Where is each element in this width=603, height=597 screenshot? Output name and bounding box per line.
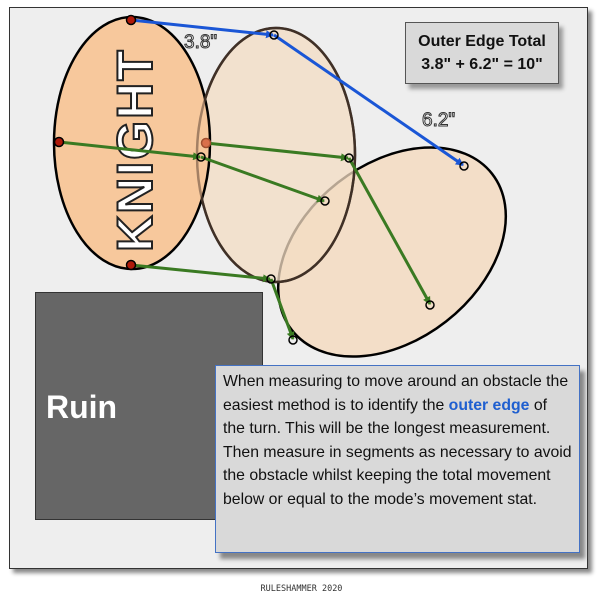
inner-arrow-6: [269, 278, 295, 340]
end-point: [459, 161, 469, 171]
end-point: [320, 196, 330, 206]
ruin-obstacle: Ruin: [35, 292, 263, 520]
segment-label-2: 6.2": [422, 110, 455, 131]
total-title: Outer Edge Total: [418, 33, 546, 50]
end-point: [266, 274, 276, 284]
note-text-3: Then measure in segments as necessary to…: [223, 443, 572, 508]
end-point: [269, 30, 279, 40]
inner-arrow-4: [347, 157, 432, 305]
end-point: [425, 300, 435, 310]
total-equation: 3.8" + 6.2" = 10": [421, 56, 543, 73]
outer-arrow-2: [273, 33, 464, 167]
explanation-note: When measuring to move around an obstacl…: [215, 365, 580, 553]
end-point: [288, 335, 298, 345]
note-text-2: of the turn. This will be the longest me…: [223, 396, 551, 438]
end-point: [196, 152, 206, 162]
note-highlight: outer edge: [448, 396, 530, 414]
segment-label-1: 3.8": [184, 32, 217, 53]
inner-arrow-5: [130, 263, 271, 283]
outer-arrow-1: [130, 18, 274, 39]
start-point: [53, 136, 65, 148]
start-point: [200, 137, 212, 149]
note-text-1: When measuring to move around an obstacl…: [223, 373, 569, 414]
ruin-label: Ruin: [46, 389, 118, 425]
outer-edge-total-box: Outer Edge Total 3.8" + 6.2" = 10": [405, 22, 559, 84]
start-point: [125, 14, 137, 26]
inner-arrow-1: [58, 140, 201, 161]
footer-credit: RULESHAMMER 2020: [260, 584, 343, 594]
inner-arrow-2: [205, 141, 349, 162]
start-point: [125, 259, 137, 271]
inner-arrow-3: [200, 155, 325, 203]
end-point: [344, 153, 354, 163]
